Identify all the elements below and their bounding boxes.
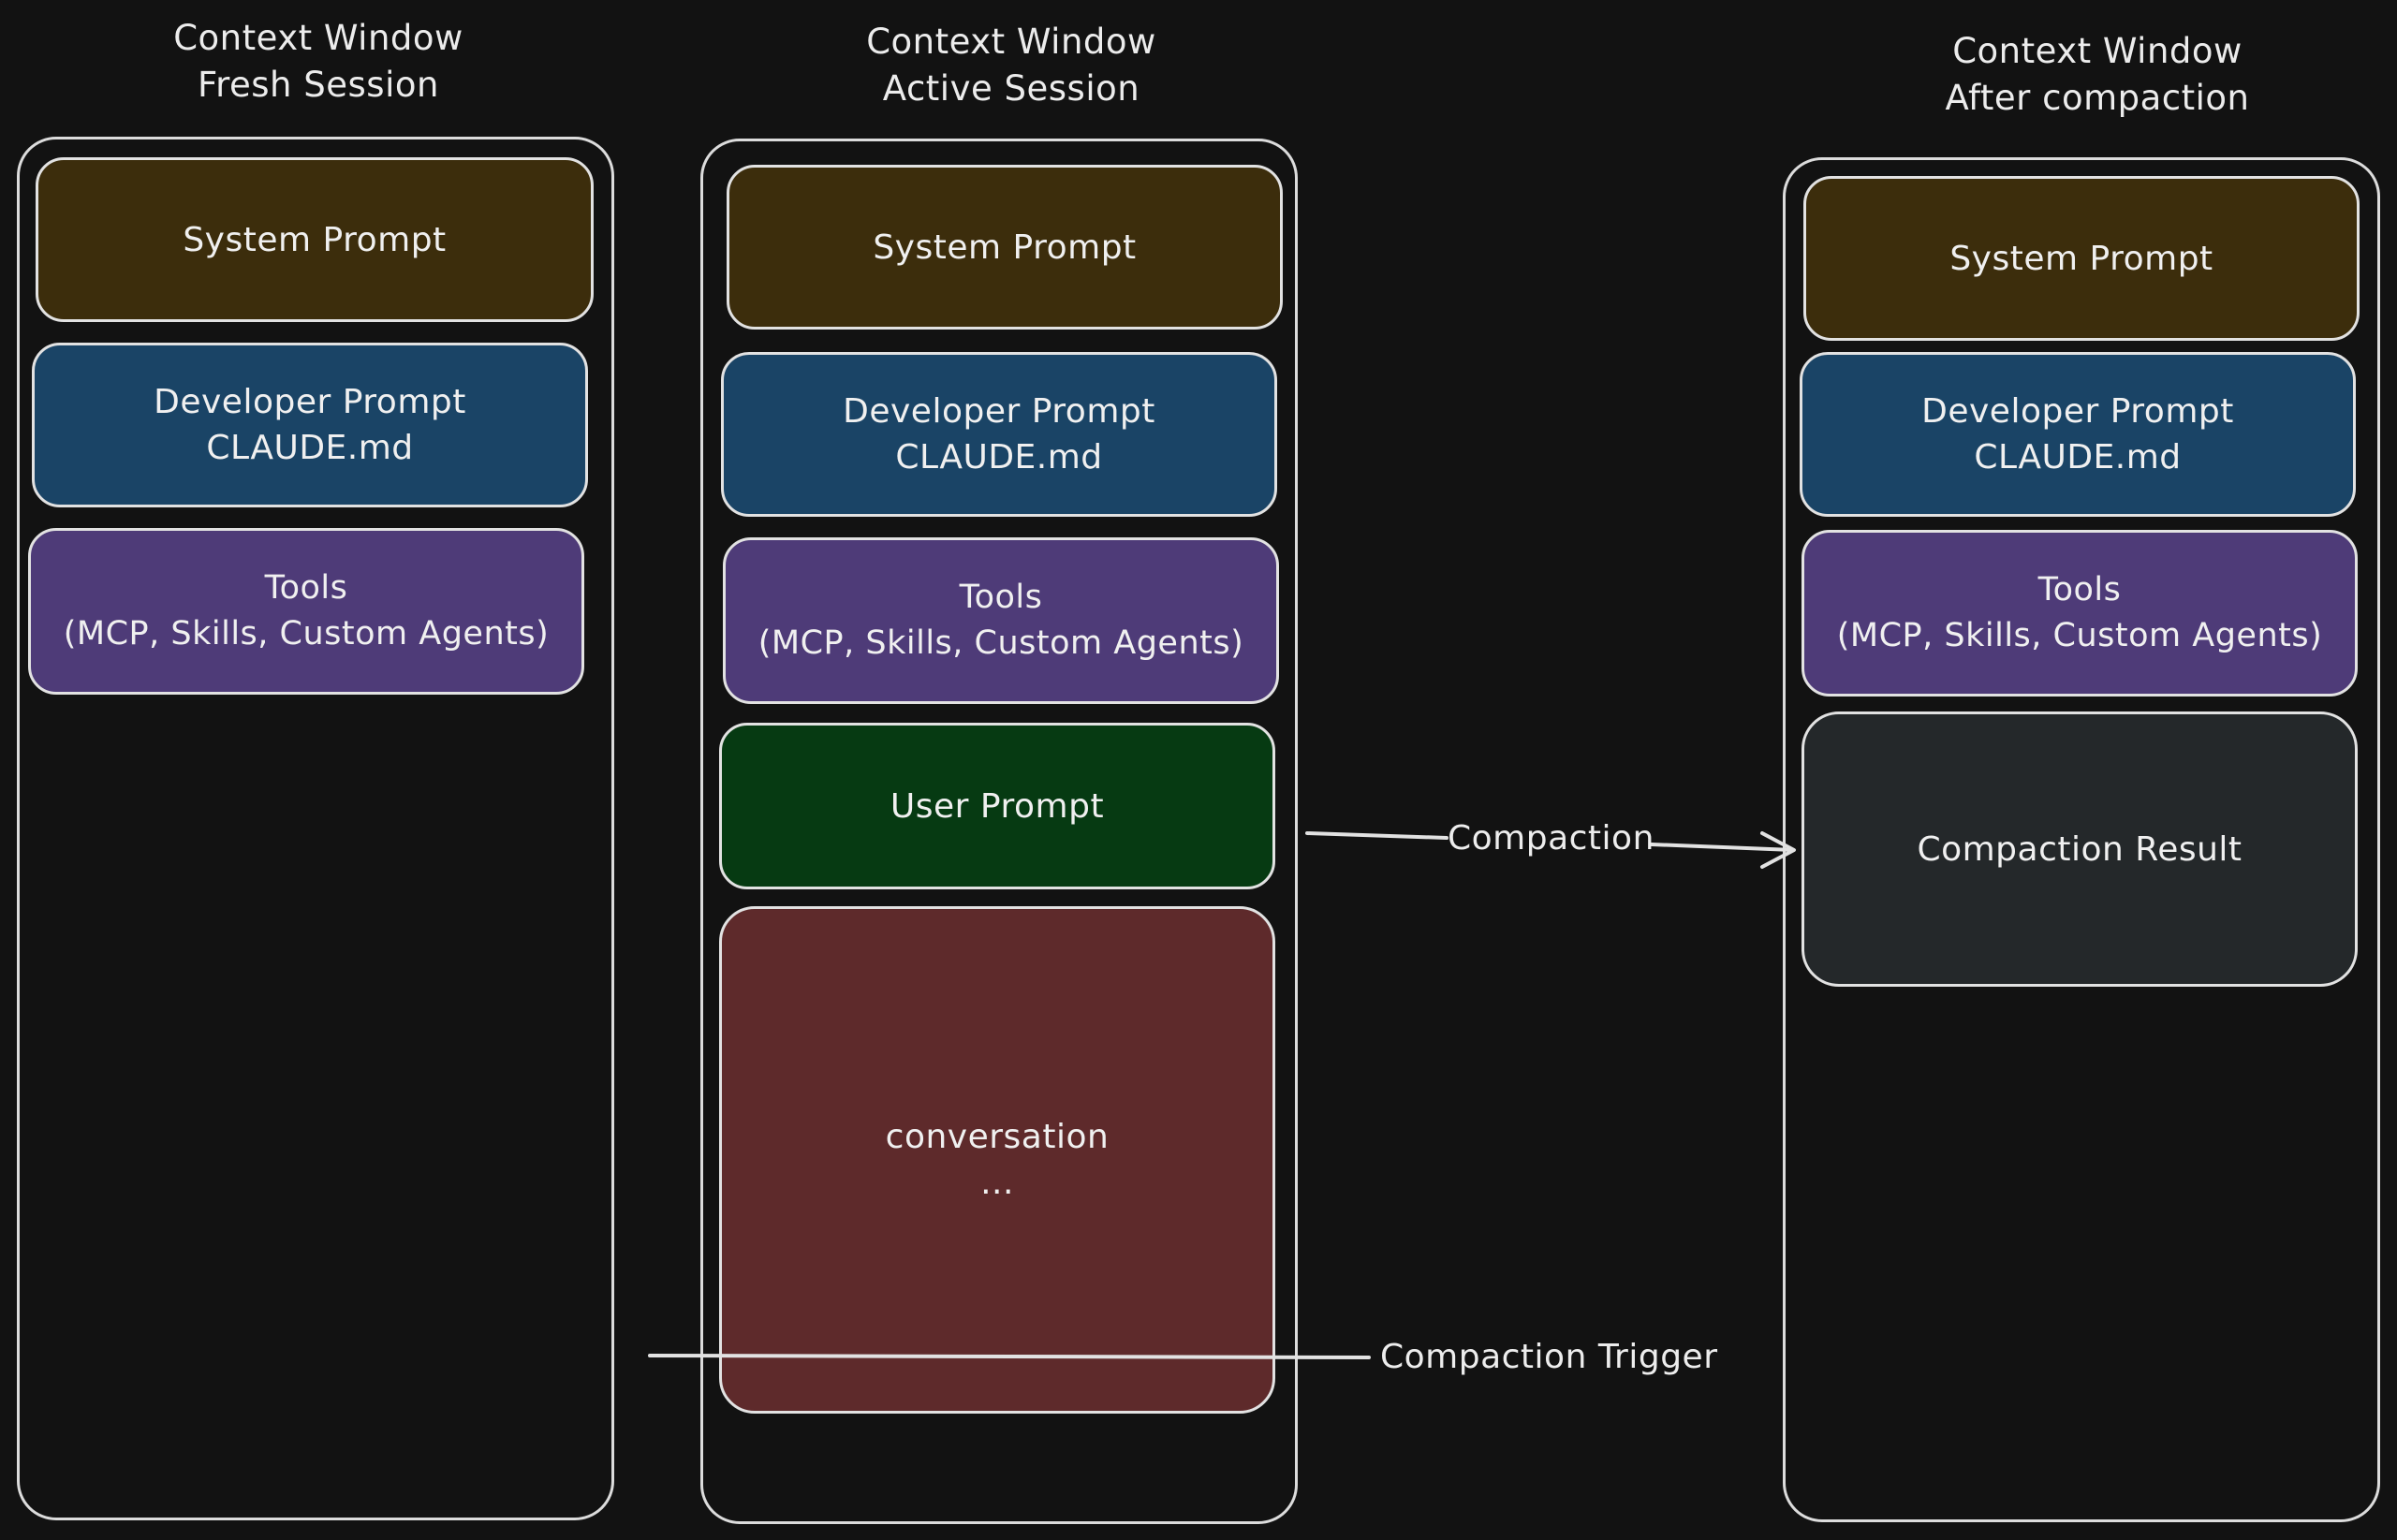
fresh-title-line1: Context Window bbox=[173, 18, 463, 58]
compacted-tools-line1: Tools bbox=[2037, 571, 2122, 609]
compacted-developer-prompt-block: Developer Prompt CLAUDE.md bbox=[1800, 352, 2356, 517]
fresh-tools-line2: (MCP, Skills, Custom Agents) bbox=[63, 615, 550, 653]
fresh-system-prompt-label: System Prompt bbox=[183, 220, 447, 259]
fresh-session-title: Context Window Fresh Session bbox=[131, 15, 506, 109]
fresh-developer-prompt-block: Developer Prompt CLAUDE.md bbox=[32, 343, 588, 507]
compaction-arrow-label: Compaction bbox=[1448, 819, 1654, 858]
compacted-system-prompt-block: System Prompt bbox=[1803, 176, 2360, 341]
compacted-title-line1: Context Window bbox=[1952, 31, 2243, 71]
active-session-title: Context Window Active Session bbox=[824, 19, 1198, 112]
compacted-title-line2: After compaction bbox=[1945, 78, 2250, 118]
fresh-developer-line2: CLAUDE.md bbox=[206, 429, 414, 467]
compacted-developer-line2: CLAUDE.md bbox=[1974, 438, 2182, 477]
active-tools-line1: Tools bbox=[959, 579, 1043, 616]
compacted-result-block: Compaction Result bbox=[1801, 711, 2358, 987]
compaction-arrow-line bbox=[1305, 831, 1448, 840]
fresh-tools-line1: Tools bbox=[264, 569, 348, 607]
active-title-line2: Active Session bbox=[882, 68, 1140, 109]
active-developer-line2: CLAUDE.md bbox=[895, 438, 1103, 477]
compacted-tools-block: Tools (MCP, Skills, Custom Agents) bbox=[1801, 530, 2358, 697]
compacted-tools-line2: (MCP, Skills, Custom Agents) bbox=[1836, 617, 2323, 654]
fresh-title-line2: Fresh Session bbox=[198, 65, 439, 105]
active-user-prompt-label: User Prompt bbox=[890, 786, 1105, 826]
fresh-system-prompt-block: System Prompt bbox=[36, 157, 594, 322]
compacted-system-prompt-label: System Prompt bbox=[1949, 239, 2213, 278]
fresh-session-window bbox=[17, 137, 614, 1520]
active-session-window bbox=[700, 139, 1298, 1524]
active-conversation-block: conversation ... bbox=[719, 906, 1275, 1414]
active-user-prompt-block: User Prompt bbox=[719, 723, 1275, 889]
active-developer-prompt-block: Developer Prompt CLAUDE.md bbox=[721, 352, 1277, 517]
compacted-developer-line1: Developer Prompt bbox=[1921, 392, 2234, 431]
compacted-session-title: Context Window After compaction bbox=[1910, 28, 2285, 122]
active-developer-line1: Developer Prompt bbox=[843, 392, 1155, 431]
active-system-prompt-block: System Prompt bbox=[727, 165, 1283, 330]
compaction-trigger-label: Compaction Trigger bbox=[1380, 1338, 1718, 1376]
active-conversation-line1: conversation bbox=[885, 1118, 1110, 1156]
active-system-prompt-label: System Prompt bbox=[873, 227, 1137, 267]
active-tools-block: Tools (MCP, Skills, Custom Agents) bbox=[723, 537, 1279, 704]
compaction-result-label: Compaction Result bbox=[1917, 829, 2243, 869]
active-conversation-line2: ... bbox=[980, 1164, 1014, 1202]
fresh-developer-line1: Developer Prompt bbox=[154, 383, 466, 421]
active-tools-line2: (MCP, Skills, Custom Agents) bbox=[757, 624, 1244, 662]
fresh-tools-block: Tools (MCP, Skills, Custom Agents) bbox=[28, 528, 584, 695]
active-title-line1: Context Window bbox=[866, 22, 1156, 62]
compaction-arrow-line-2 bbox=[1650, 843, 1794, 852]
